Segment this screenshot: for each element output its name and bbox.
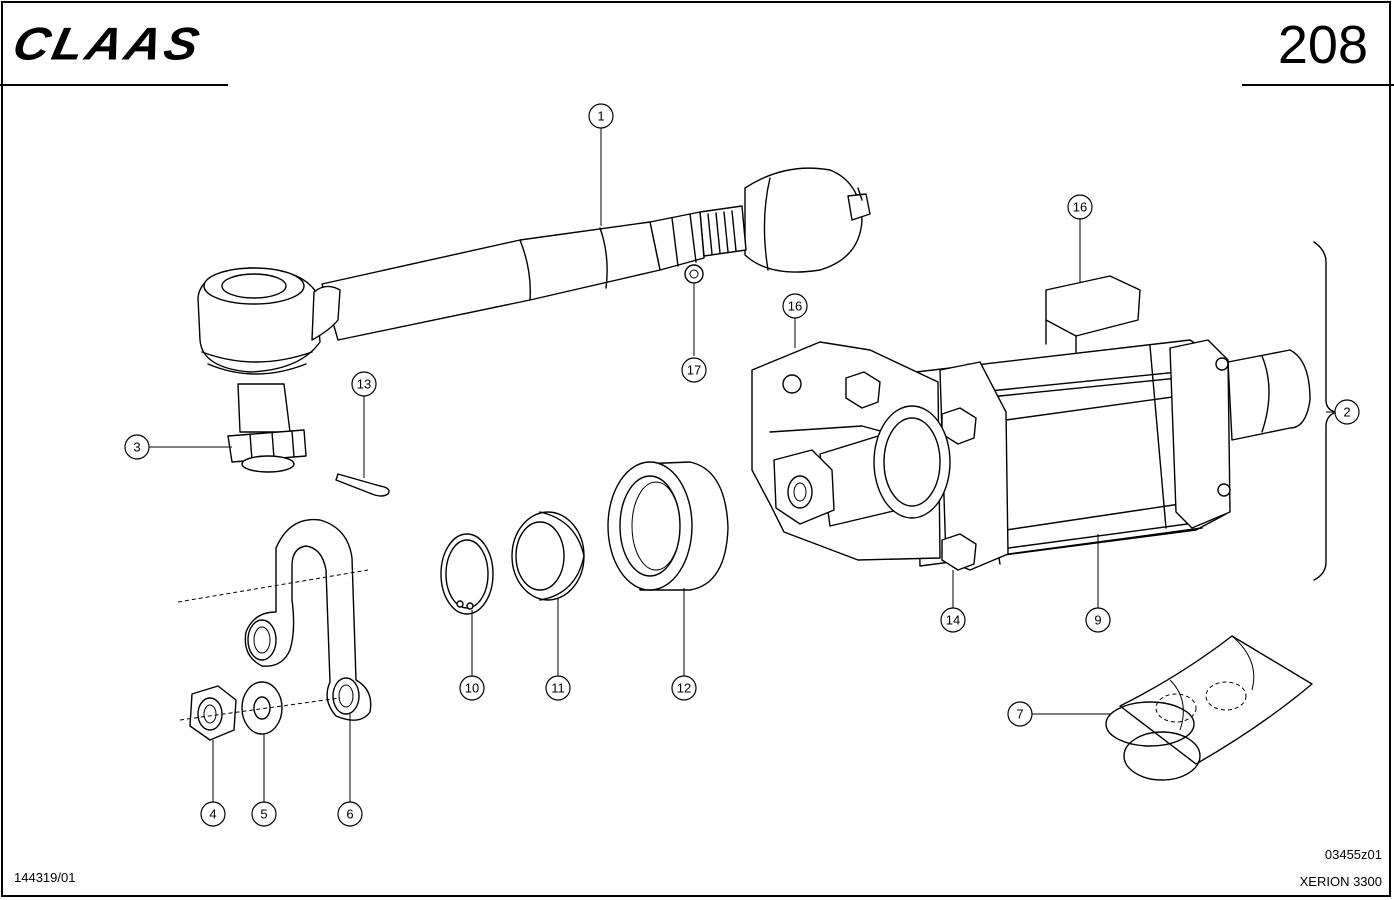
callout-5: 5 [251,801,277,827]
callout-1: 1 [588,103,614,129]
callout-10: 10 [459,675,485,701]
hex-nut [189,685,237,741]
shackle [177,518,372,721]
bearing-sleeve [607,461,729,591]
svg-text:9: 9 [1094,613,1101,628]
cotter-pin [335,473,390,497]
callout-16-plate: 16 [782,293,808,319]
svg-text:13: 13 [357,377,371,392]
bushing-ring [511,511,585,601]
callout-13: 13 [351,371,377,397]
svg-text:12: 12 [677,681,691,696]
svg-text:5: 5 [260,807,267,822]
callout-14: 14 [940,607,966,633]
svg-text:1: 1 [597,109,604,124]
snap-ring [440,533,494,615]
washer [241,681,283,735]
svg-text:3: 3 [133,440,140,455]
model-name: XERION 3300 [1299,874,1382,889]
svg-text:14: 14 [946,613,960,628]
group-bracket [1313,241,1337,581]
leader-lines [149,128,1335,802]
svg-text:2: 2 [1343,405,1350,420]
svg-text:10: 10 [465,681,479,696]
header-rule-right [1242,84,1394,86]
callout-6: 6 [337,801,363,827]
svg-text:11: 11 [551,681,565,696]
figure-code: 03455z01 [1324,847,1382,862]
callout-4: 4 [200,801,226,827]
svg-text:6: 6 [346,807,353,822]
callout-16-bracket: 16 [1067,194,1093,220]
page-number: 208 [1277,15,1368,75]
svg-text:7: 7 [1016,707,1023,722]
callout-11: 11 [545,675,571,701]
tie-rod-assembly [197,167,871,473]
callout-12: 12 [671,675,697,701]
svg-text:4: 4 [209,807,216,822]
seal-kit-bag [1105,635,1313,781]
svg-text:16: 16 [1073,200,1087,215]
drawing-number: 144319/01 [14,870,76,885]
callout-2: 2 [1334,399,1360,425]
callout-9: 9 [1085,607,1111,633]
svg-text:16: 16 [788,299,802,314]
callout-3: 3 [124,434,150,460]
header-rule-left [0,84,228,86]
hydraulic-cylinder [751,275,1311,571]
svg-text:17: 17 [687,363,701,378]
callout-7: 7 [1007,701,1033,727]
callout-17: 17 [681,357,707,383]
